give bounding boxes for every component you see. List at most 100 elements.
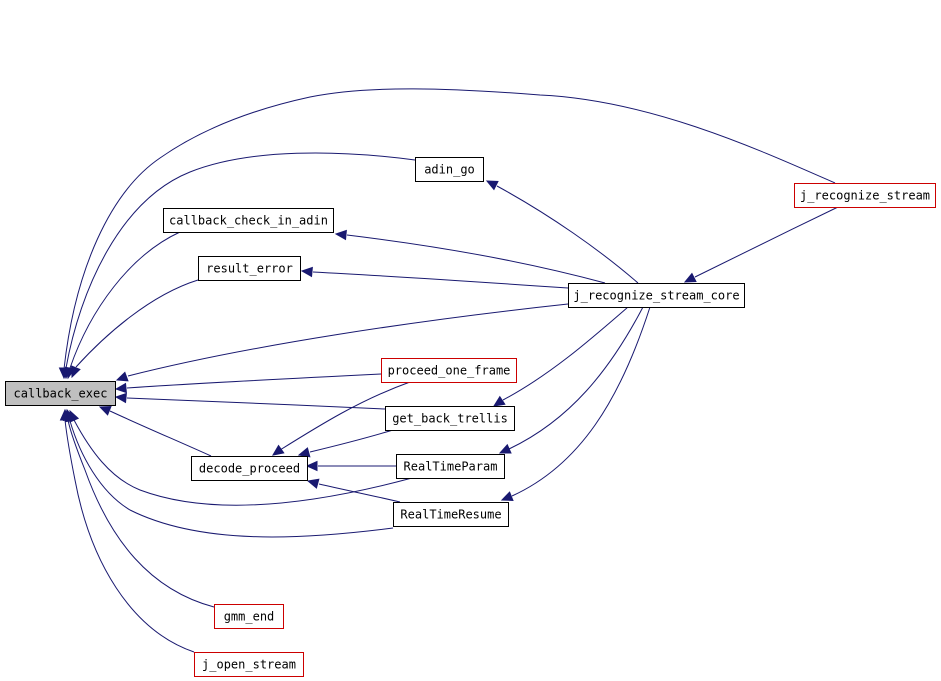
node-box[interactable] (381, 358, 517, 383)
arrowhead-icon (305, 460, 318, 472)
edge-j_recognize_stream-to-callback_exec (58, 88, 836, 380)
edge-line (496, 185, 639, 284)
edge-proceed_one_frame-to-callback_exec (114, 373, 382, 394)
edge-j_recognize_stream_core-to-callback_exec (115, 303, 569, 382)
edge-line (63, 88, 836, 370)
edge-gmm_end-to-callback_exec (62, 408, 215, 608)
edge-line (75, 279, 199, 368)
node-j_recognize_stream_core[interactable]: j_recognize_stream_core (568, 283, 745, 308)
node-adin_go[interactable]: adin_go (415, 157, 484, 182)
edge-line (309, 429, 394, 453)
edge-get_back_trellis-to-decode_proceed (297, 429, 394, 458)
edge-j_open_stream-to-callback_exec (59, 408, 195, 653)
node-label: callback_check_in_adin (169, 214, 328, 228)
edge-decode_proceed-to-callback_exec (98, 406, 212, 457)
edge-line (126, 373, 382, 389)
node-box[interactable] (568, 283, 745, 308)
arrowhead-icon (297, 447, 311, 458)
node-j_open_stream[interactable]: j_open_stream (194, 652, 304, 677)
node-callback_exec[interactable]: callback_exec (5, 381, 116, 406)
edge-line (64, 419, 195, 653)
node-label: adin_go (424, 163, 475, 177)
node-label: RealTimeParam (404, 460, 498, 474)
node-label: proceed_one_frame (388, 364, 511, 378)
node-j_recognize_stream[interactable]: j_recognize_stream (794, 183, 936, 208)
edge-line (67, 419, 215, 608)
node-proceed_one_frame[interactable]: proceed_one_frame (381, 358, 517, 383)
node-label: RealTimeResume (400, 508, 501, 522)
edges-layer (58, 88, 839, 653)
arrowhead-icon (683, 272, 697, 283)
arrowhead-icon (492, 395, 506, 407)
node-get_back_trellis[interactable]: get_back_trellis (385, 406, 515, 431)
edge-proceed_one_frame-to-decode_proceed (272, 381, 411, 456)
arrowhead-icon (59, 408, 71, 421)
node-box[interactable] (198, 256, 301, 281)
node-box[interactable] (794, 183, 936, 208)
node-label: j_recognize_stream_core (573, 289, 739, 303)
edge-line (346, 234, 606, 284)
edge-line (312, 271, 569, 289)
edge-line (65, 152, 416, 369)
edge-RealTimeResume-to-decode_proceed (306, 478, 401, 503)
edge-j_recognize_stream_core-to-callback_check_in_adin (334, 229, 606, 284)
edge-line (73, 419, 413, 506)
node-box[interactable] (415, 157, 484, 182)
node-box[interactable] (393, 502, 509, 527)
node-box[interactable] (5, 381, 116, 406)
node-result_error[interactable]: result_error (198, 256, 301, 281)
edge-line (502, 306, 629, 401)
edge-get_back_trellis-to-callback_exec (114, 392, 386, 410)
edge-line (126, 397, 386, 410)
node-label: result_error (206, 262, 293, 276)
arrowhead-icon (300, 266, 313, 278)
edge-line (279, 381, 411, 451)
node-callback_check_in_adin[interactable]: callback_check_in_adin (163, 208, 334, 233)
node-gmm_end[interactable]: gmm_end (214, 604, 284, 629)
node-label: decode_proceed (199, 462, 300, 476)
node-label: get_back_trellis (392, 412, 508, 426)
node-decode_proceed[interactable]: decode_proceed (191, 456, 308, 481)
arrowhead-icon (334, 229, 347, 241)
nodes-layer: callback_exec adin_go callback_check_in_ad… (5, 157, 936, 677)
arrowhead-icon (500, 491, 514, 501)
edge-j_recognize_stream_core-to-get_back_trellis (492, 306, 629, 407)
edge-j_recognize_stream_core-to-RealTimeParam (498, 306, 644, 454)
node-box[interactable] (163, 208, 334, 233)
arrowhead-icon (272, 444, 285, 456)
node-RealTimeParam[interactable]: RealTimeParam (396, 454, 505, 479)
edge-line (318, 483, 401, 503)
arrowhead-icon (114, 392, 127, 404)
node-label: j_recognize_stream (800, 189, 930, 203)
edge-RealTimeParam-to-decode_proceed (305, 460, 396, 472)
edge-line (109, 410, 212, 457)
arrowhead-icon (115, 371, 129, 382)
edge-j_recognize_stream_core-to-RealTimeResume (500, 306, 651, 501)
edge-line (69, 420, 394, 538)
arrowhead-icon (485, 180, 499, 191)
edge-line (511, 306, 651, 497)
node-label: callback_exec (14, 387, 108, 401)
node-box[interactable] (214, 604, 284, 629)
node-RealTimeResume[interactable]: RealTimeResume (393, 502, 509, 527)
node-box[interactable] (191, 456, 308, 481)
node-box[interactable] (385, 406, 515, 431)
edge-j_recognize_stream-to-j_recognize_stream_core (683, 206, 839, 283)
edge-j_recognize_stream_core-to-result_error (300, 266, 569, 289)
arrowhead-icon (71, 365, 81, 379)
edge-result_error-to-callback_exec (71, 279, 199, 379)
edge-line (69, 231, 181, 369)
arrowhead-icon (114, 382, 127, 394)
arrowhead-icon (306, 478, 320, 489)
arrowhead-icon (498, 443, 512, 454)
node-label: j_open_stream (202, 658, 296, 672)
edge-line (127, 303, 569, 377)
node-label: gmm_end (224, 610, 275, 624)
node-box[interactable] (396, 454, 505, 479)
node-box[interactable] (194, 652, 304, 677)
edge-line (694, 206, 839, 278)
arrowhead-icon (98, 406, 112, 416)
edge-j_recognize_stream_core-to-adin_go (485, 180, 639, 284)
edge-line (508, 306, 644, 450)
